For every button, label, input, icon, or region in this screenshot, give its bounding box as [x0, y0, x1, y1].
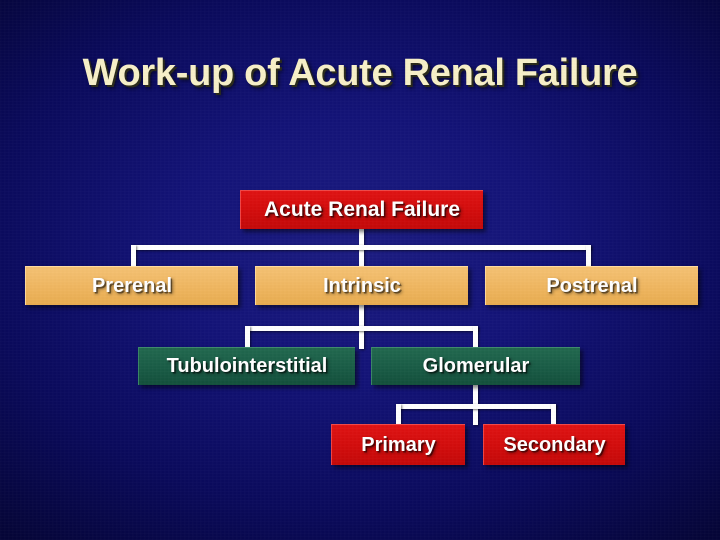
node-label-primary: Primary: [361, 433, 436, 456]
node-label-acute-renal-failure: Acute Renal Failure: [263, 198, 461, 221]
connector-to-prerenal: [131, 245, 136, 268]
connector-to-secondary: [551, 404, 556, 425]
node-label-secondary: Secondary: [503, 433, 606, 456]
node-prerenal[interactable]: Prerenal: [25, 266, 238, 305]
node-postrenal[interactable]: Postrenal: [485, 266, 698, 305]
connector-level2-bus: [131, 245, 591, 250]
node-secondary[interactable]: Secondary: [483, 424, 625, 465]
connector-level3-bus: [245, 326, 478, 331]
node-glomerular[interactable]: Glomerular: [371, 347, 580, 385]
node-label-tubulointerstitial: Tubulointerstitial: [166, 355, 328, 377]
node-label-prerenal: Prerenal: [91, 274, 173, 297]
node-intrinsic[interactable]: Intrinsic: [255, 266, 468, 305]
node-label-postrenal: Postrenal: [546, 274, 638, 297]
page-title: Work-up of Acute Renal Failure: [82, 52, 638, 94]
connector-level4-bus: [396, 404, 556, 409]
node-label-glomerular: Glomerular: [422, 355, 530, 377]
node-primary[interactable]: Primary: [331, 424, 465, 465]
connector-to-glomerular: [473, 326, 478, 349]
node-acute-renal-failure[interactable]: Acute Renal Failure: [240, 190, 483, 229]
node-tubulointerstitial[interactable]: Tubulointerstitial: [138, 347, 355, 385]
connector-to-primary: [396, 404, 401, 425]
node-label-intrinsic: Intrinsic: [323, 274, 401, 297]
connector-to-postrenal: [586, 245, 591, 268]
connector-to-tubulointerstitial: [245, 326, 250, 349]
